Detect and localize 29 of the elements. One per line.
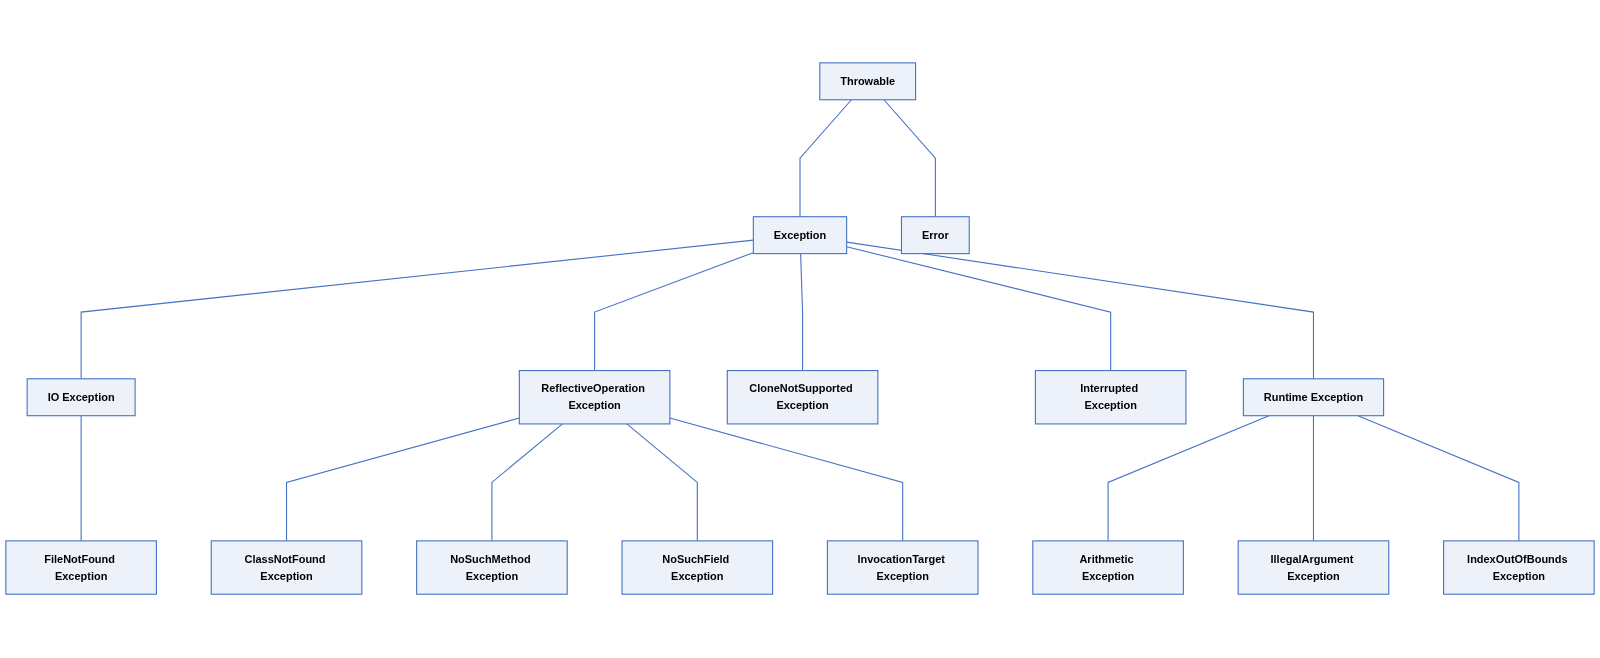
node-box: Interrupted Exception (1034, 370, 1187, 425)
node-box: Throwable (819, 62, 917, 101)
connector (846, 242, 1315, 380)
connector (80, 415, 82, 542)
node-box: IllegalArgument Exception (1237, 540, 1390, 596)
connector (1312, 415, 1315, 542)
connector (594, 252, 754, 372)
node-box: Exception (752, 216, 848, 255)
connector (846, 246, 1112, 372)
connector (285, 417, 520, 542)
node-box: ClassNotFound Exception (210, 540, 363, 596)
connector (626, 423, 698, 542)
node-box: Error (900, 216, 970, 255)
connector (491, 423, 563, 542)
node-box: Runtime Exception (1242, 378, 1385, 417)
connector (799, 99, 852, 218)
connector (800, 253, 804, 372)
connector (80, 240, 754, 380)
node-box: NoSuchField Exception (621, 540, 774, 596)
node-box: IO Exception (26, 378, 136, 417)
node-box: FileNotFound Exception (5, 540, 157, 596)
node-box: InvocationTarget Exception (826, 540, 979, 596)
node-box: ReflectiveOperation Exception (518, 370, 671, 425)
connector (883, 99, 936, 218)
node-box: IndexOutOfBounds Exception (1443, 540, 1595, 596)
connector (669, 417, 904, 542)
node-box: CloneNotSupported Exception (726, 370, 879, 425)
node-box: NoSuchMethod Exception (416, 540, 568, 596)
node-box: Arithmetic Exception (1032, 540, 1184, 596)
